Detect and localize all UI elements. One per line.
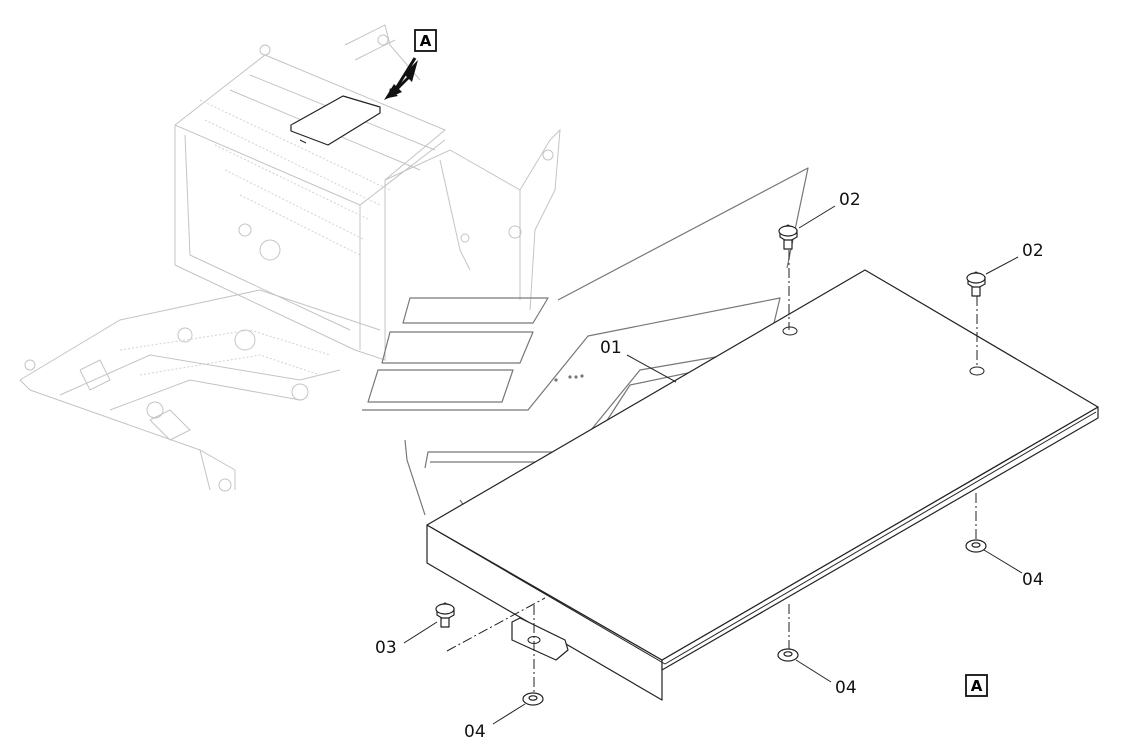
callout-04-right: 04 <box>1022 570 1044 590</box>
screw-icon <box>435 602 455 628</box>
washer-icon <box>965 539 987 553</box>
callout-02-right: 02 <box>1022 241 1044 261</box>
callout-04-lower: 04 <box>464 722 486 742</box>
callout-01: 01 <box>600 338 622 358</box>
screw-icon <box>966 271 986 297</box>
view-marker-bottom: A <box>965 674 988 697</box>
view-arrow <box>384 57 418 100</box>
svg-text:A: A <box>420 32 432 50</box>
hole <box>782 326 798 336</box>
washer-icon <box>777 648 799 662</box>
hole <box>969 366 985 376</box>
view-marker-top: A <box>414 29 437 52</box>
callout-03: 03 <box>375 638 397 658</box>
callout-02-upper: 02 <box>839 190 861 210</box>
center-lines <box>446 250 978 693</box>
washer-icon <box>522 692 544 706</box>
svg-text:A: A <box>971 677 983 695</box>
machine-overview-ghost <box>19 24 561 492</box>
cover-plate <box>426 269 1099 701</box>
callout-04-front: 04 <box>835 678 857 698</box>
callout-leaders <box>403 205 1023 725</box>
screw-icon <box>778 224 798 250</box>
